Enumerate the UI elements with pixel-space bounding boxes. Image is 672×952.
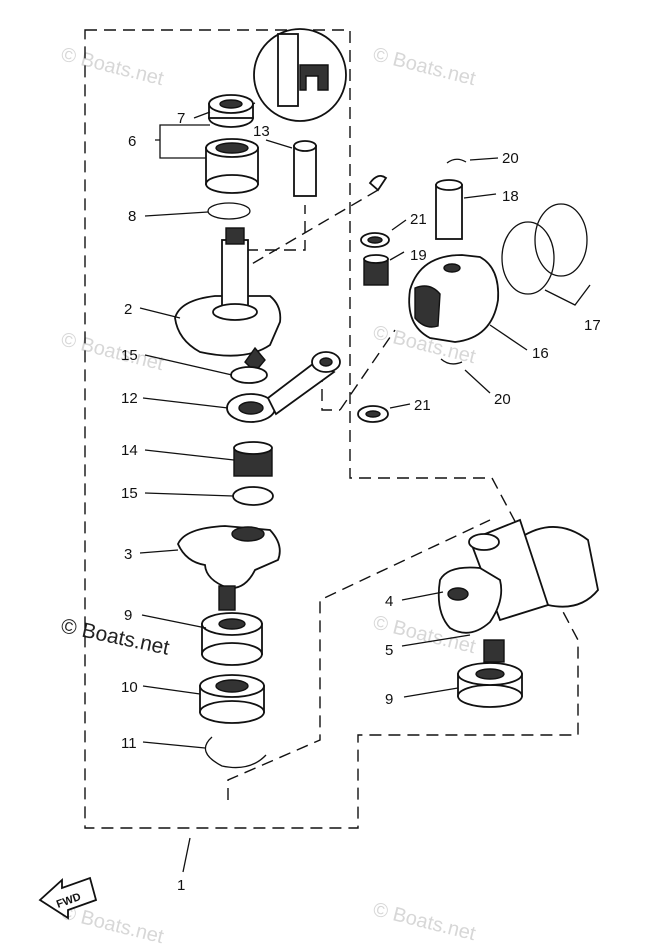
callout-12: 12 bbox=[121, 390, 138, 407]
clip-to-shaft-connector bbox=[249, 189, 379, 266]
callout-20-lower: 20 bbox=[494, 391, 511, 408]
part-9-right-bearing bbox=[457, 662, 523, 708]
watermark-top-left: © Boats.net bbox=[59, 44, 166, 91]
callout-13: 13 bbox=[253, 123, 270, 140]
part-20-top-clip bbox=[446, 158, 467, 164]
callout-7: 7 bbox=[177, 110, 185, 127]
watermark-bottom-left: © Boats.net bbox=[59, 902, 166, 949]
callout-10: 10 bbox=[121, 679, 138, 696]
fwd-arrow: FWD bbox=[38, 876, 98, 920]
watermark-top-right: © Boats.net bbox=[371, 44, 478, 91]
conrod-piston-connector bbox=[321, 329, 396, 411]
callout-17: 17 bbox=[584, 317, 601, 334]
part-2-upper-crankshaft bbox=[174, 227, 282, 374]
callout-3: 3 bbox=[124, 546, 132, 563]
part-18-piston-pin bbox=[435, 179, 463, 240]
part-15-upper-bearing bbox=[230, 366, 268, 384]
part-21-lower-washer bbox=[357, 405, 389, 423]
part-4-assembled-crank-piston bbox=[437, 518, 599, 634]
callout-16: 16 bbox=[532, 345, 549, 362]
callout-6: 6 bbox=[128, 133, 136, 150]
watermark-bottom-right: © Boats.net bbox=[371, 899, 478, 946]
leader-lines bbox=[139, 111, 591, 873]
callout-5: 5 bbox=[385, 642, 393, 659]
part-10-oil-seal bbox=[199, 674, 265, 724]
callout-15-lower: 15 bbox=[121, 485, 138, 502]
part-9-left-bearing bbox=[201, 612, 263, 666]
part-3-lower-crank bbox=[177, 525, 281, 611]
assembly-boundary-left bbox=[84, 29, 579, 829]
part-15-lower-bearing bbox=[232, 486, 274, 506]
part-20-shaft-clip bbox=[368, 174, 388, 192]
callout-11: 11 bbox=[121, 735, 137, 752]
part-19-small-end-bearing bbox=[363, 254, 389, 286]
crank-to-assembly-connector bbox=[227, 519, 491, 800]
watermark-mid-left: © Boats.net bbox=[59, 329, 166, 376]
callout-19: 19 bbox=[410, 247, 427, 264]
shaft-pin-connector bbox=[239, 205, 306, 320]
callout-9-left: 9 bbox=[124, 607, 132, 624]
watermark-strong: © Boats.net bbox=[59, 614, 172, 659]
detail-inset bbox=[232, 28, 347, 122]
part-21-upper-washer bbox=[360, 232, 390, 248]
part-5-lower-shaft bbox=[483, 639, 505, 663]
part-8-o-ring bbox=[207, 202, 251, 220]
callout-20-upper: 20 bbox=[502, 150, 519, 167]
part-6-bearing-sleeve bbox=[205, 138, 259, 194]
callout-14: 14 bbox=[121, 442, 138, 459]
callout-9-right: 9 bbox=[385, 691, 393, 708]
part-12-connecting-rod bbox=[226, 351, 341, 423]
part-17-piston-rings bbox=[501, 203, 588, 295]
part-11-circlip bbox=[204, 736, 267, 769]
callout-8: 8 bbox=[128, 208, 136, 225]
callout-numbers: 7 6 13 8 2 15 12 14 15 3 9 10 11 1 20 18… bbox=[121, 110, 601, 894]
callout-21-upper: 21 bbox=[410, 211, 427, 228]
part-16-piston bbox=[408, 254, 500, 343]
callout-2: 2 bbox=[124, 301, 132, 318]
callout-15-upper: 15 bbox=[121, 347, 138, 364]
part-7-oil-seal bbox=[208, 94, 254, 128]
part-13-pin bbox=[293, 140, 317, 197]
callout-21-lower: 21 bbox=[414, 397, 431, 414]
callout-1: 1 bbox=[177, 877, 185, 894]
part-14-needle-bearing bbox=[233, 441, 273, 477]
callout-4: 4 bbox=[385, 593, 393, 610]
callout-18: 18 bbox=[502, 188, 519, 205]
part-20-bottom-clip bbox=[440, 358, 463, 365]
